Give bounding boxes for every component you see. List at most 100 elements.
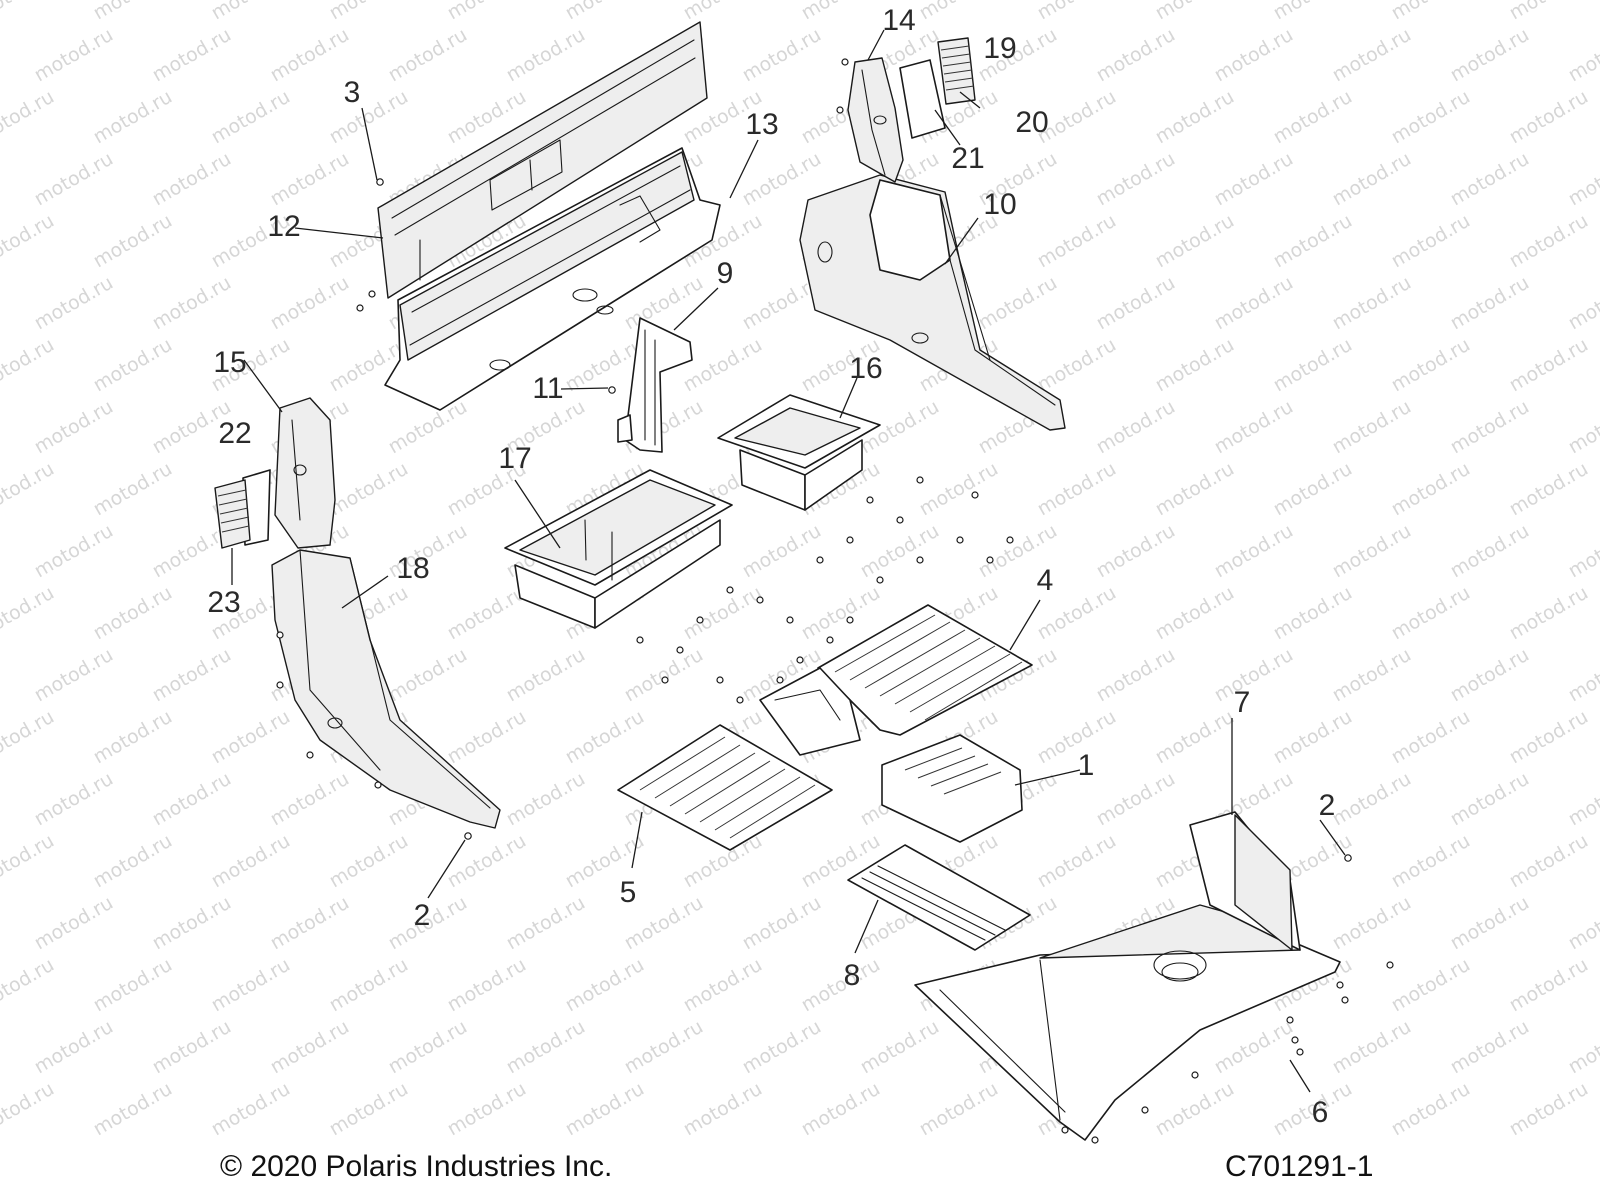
- callout-10: 10: [983, 188, 1016, 221]
- watermark-text: motod.ru: [916, 458, 1002, 521]
- watermark-text: motod.ru: [1270, 0, 1356, 24]
- watermark-text: motod.ru: [90, 830, 176, 893]
- watermark-text: motod.ru: [857, 520, 943, 583]
- watermark-text: motod.ru: [1034, 334, 1120, 397]
- watermark-text: motod.ru: [739, 892, 825, 955]
- watermark-text: motod.ru: [1447, 644, 1533, 707]
- watermark-text: motod.ru: [1152, 706, 1238, 769]
- copyright-notice: © 2020 Polaris Industries Inc.: [220, 1150, 613, 1183]
- watermark-text: motod.ru: [90, 706, 176, 769]
- callout-2-right: 2: [1319, 789, 1336, 822]
- callout-16: 16: [849, 352, 882, 385]
- watermark-text: motod.ru: [1388, 582, 1474, 645]
- watermark-text: motod.ru: [326, 1078, 412, 1141]
- watermark-text: motod.ru: [1388, 86, 1474, 149]
- watermark-text: motod.ru: [1034, 0, 1120, 24]
- watermark-text: motod.ru: [1270, 86, 1356, 149]
- part-14-right-pillar-trim: [847, 57, 904, 183]
- watermark-text: motod.ru: [1270, 458, 1356, 521]
- watermark-text: motod.ru: [1388, 0, 1474, 24]
- watermark-text: motod.ru: [0, 1078, 58, 1141]
- watermark-text: motod.ru: [31, 768, 117, 831]
- callout-21: 21: [951, 142, 984, 175]
- watermark-text: motod.ru: [444, 830, 530, 893]
- part-23-grille: [214, 479, 251, 549]
- callout-6: 6: [1312, 1096, 1329, 1129]
- watermark-text: motod.ru: [1506, 458, 1592, 521]
- watermark-text: motod.ru: [562, 706, 648, 769]
- watermark-text: motod.ru: [90, 582, 176, 645]
- part-16-storage-bin: [717, 394, 881, 511]
- watermark-text: motod.ru: [916, 1078, 1002, 1141]
- watermark-text: motod.ru: [0, 706, 58, 769]
- watermark-text: motod.ru: [562, 1078, 648, 1141]
- watermark-text: motod.ru: [1093, 520, 1179, 583]
- watermark-text: motod.ru: [208, 1078, 294, 1141]
- watermark-text: motod.ru: [1447, 396, 1533, 459]
- watermark-text: motod.ru: [503, 768, 589, 831]
- watermark-text: motod.ru: [149, 148, 235, 211]
- watermark-text: motod.ru: [1447, 520, 1533, 583]
- watermark-text: motod.ru: [503, 1016, 589, 1079]
- callout-3: 3: [344, 76, 361, 109]
- callouts: 1 2 2 2 3 4 5 6 7 8 9 10 11 12 13 14 15 …: [207, 4, 1336, 1129]
- watermark-text: motod.ru: [1506, 954, 1592, 1017]
- watermark-text: motod.ru: [1388, 458, 1474, 521]
- watermark-text: motod.ru: [208, 0, 294, 24]
- watermark-text: motod.ru: [0, 582, 58, 645]
- callout-17: 17: [498, 442, 531, 475]
- watermark-text: motod.ru: [267, 272, 353, 335]
- watermark-text: motod.ru: [1270, 706, 1356, 769]
- watermark-text: motod.ru: [90, 210, 176, 273]
- watermark-text: motod.ru: [1329, 768, 1415, 831]
- watermark-text: motod.ru: [1329, 1016, 1415, 1079]
- watermark-text: motod.ru: [1211, 1016, 1297, 1079]
- watermark-text: motod.ru: [267, 892, 353, 955]
- watermark-text: motod.ru: [0, 830, 58, 893]
- watermark-text: motod.ru: [1034, 458, 1120, 521]
- watermark-text: motod.ru: [1447, 892, 1533, 955]
- watermark-text: motod.ru: [680, 0, 766, 24]
- watermark-text: motod.ru: [326, 0, 412, 24]
- callout-20: 20: [1015, 106, 1048, 139]
- part-13-rear-lower-panel: [384, 147, 721, 411]
- part-10-right-side-panel: [799, 174, 1066, 431]
- watermark-text: motod.ru: [1093, 272, 1179, 335]
- watermark-text: motod.ru: [208, 954, 294, 1017]
- callout-19: 19: [983, 32, 1016, 65]
- watermark-text: motod.ru: [149, 768, 235, 831]
- watermark-text: motod.ru: [149, 24, 235, 87]
- watermark-text: motod.ru: [739, 24, 825, 87]
- callout-13: 13: [745, 108, 778, 141]
- watermark-text: motod.ru: [1388, 210, 1474, 273]
- watermark-text: motod.ru: [1152, 582, 1238, 645]
- watermark-text: motod.ru: [1565, 148, 1600, 211]
- part-8-rail-plate: [847, 844, 1031, 951]
- callout-15: 15: [213, 346, 246, 379]
- watermark-text: motod.ru: [326, 830, 412, 893]
- watermark-text: motod.ru: [267, 148, 353, 211]
- watermark-text: motod.ru: [1506, 334, 1592, 397]
- watermark-text: motod.ru: [31, 396, 117, 459]
- watermark-text: motod.ru: [31, 892, 117, 955]
- callout-23: 23: [207, 586, 240, 619]
- watermark-text: motod.ru: [208, 830, 294, 893]
- watermark-text: motod.ru: [31, 148, 117, 211]
- watermark-text: motod.ru: [90, 86, 176, 149]
- watermark-text: motod.ru: [208, 86, 294, 149]
- watermark-text: motod.ru: [1506, 582, 1592, 645]
- watermark-text: motod.ru: [1034, 210, 1120, 273]
- watermark-text: motod.ru: [1270, 582, 1356, 645]
- watermark-text: motod.ru: [1447, 1016, 1533, 1079]
- watermark-text: motod.ru: [857, 1016, 943, 1079]
- watermark-text: motod.ru: [31, 520, 117, 583]
- watermark-text: motod.ru: [975, 272, 1061, 335]
- part-7-rear-floor-tub: [914, 811, 1341, 1141]
- watermark-text: motod.ru: [1034, 830, 1120, 893]
- watermark-text: motod.ru: [503, 644, 589, 707]
- watermark-text: motod.ru: [1211, 24, 1297, 87]
- watermark-text: motod.ru: [503, 892, 589, 955]
- watermark-text: motod.ru: [90, 334, 176, 397]
- watermark-text: motod.ru: [1211, 272, 1297, 335]
